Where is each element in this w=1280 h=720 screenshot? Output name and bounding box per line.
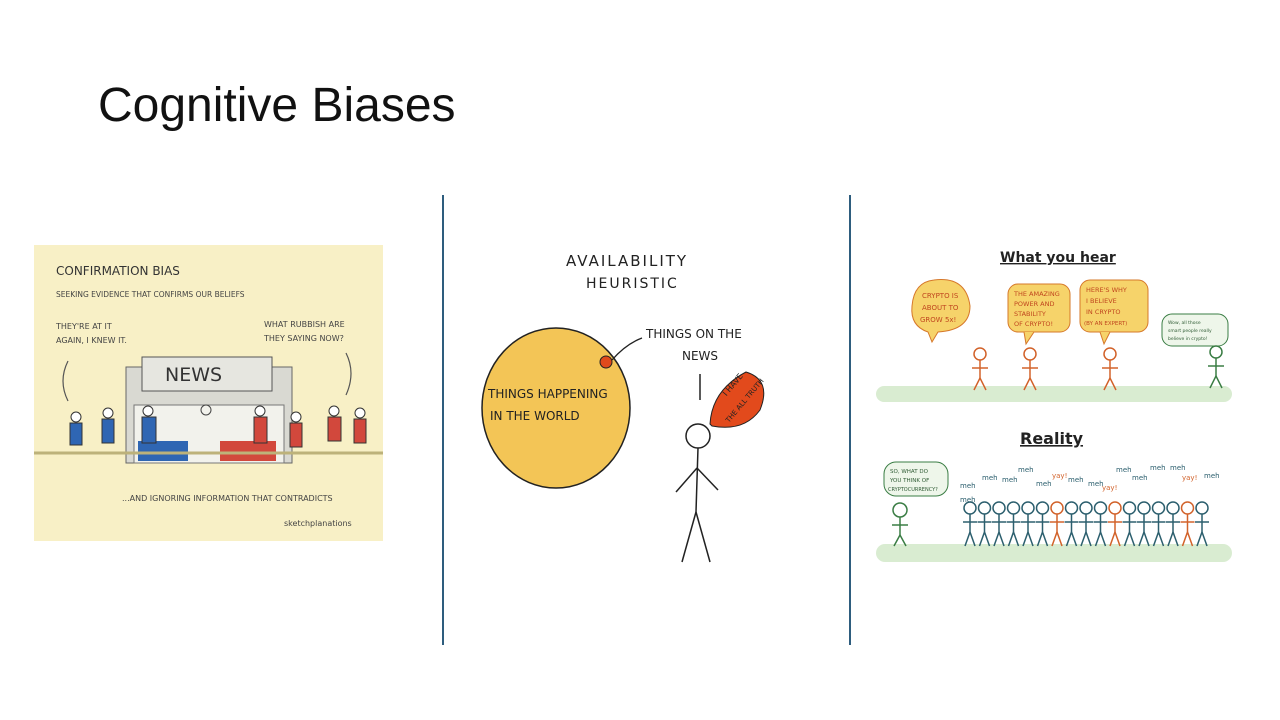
- right-thought-line1: WHAT RUBBISH ARE: [264, 320, 345, 329]
- confirmation-bias-illustration: CONFIRMATION BIAS SEEKING EVIDENCE THAT …: [34, 245, 383, 541]
- crowd-figure: [1079, 501, 1093, 547]
- crowd-word: meh: [960, 496, 976, 504]
- stick-figure-head: [685, 423, 711, 449]
- hear-figures: [972, 345, 1224, 391]
- bubble-wow-line2: smart people really: [1168, 328, 1212, 334]
- crowd-word: meh: [1204, 472, 1220, 480]
- speech-bubble-orange: [709, 371, 765, 428]
- bubble-ask-line3: CRYPTOCURRENCY?: [888, 487, 938, 493]
- crowd-figure: [1006, 501, 1021, 547]
- crowd-figure: [1035, 501, 1050, 547]
- crowd-figure: [1151, 501, 1166, 547]
- bubble-believe-line4: (BY AN EXPERT): [1084, 321, 1127, 327]
- left-thought-line1: THEY'RE AT IT: [55, 322, 112, 331]
- availability-title-line1: AVAILABILITY: [566, 252, 688, 270]
- reality-title: Reality: [1020, 429, 1084, 448]
- availability-title-line2: HEURISTIC: [586, 276, 679, 292]
- bubble-believe: HERE'S WHY I BELIEVE IN CRYPTO (BY AN EX…: [1079, 279, 1149, 346]
- crowd-word: yay!: [1182, 474, 1197, 482]
- crowd-word: meh: [1132, 474, 1148, 482]
- asker-figure: [892, 502, 908, 547]
- crowd-word: meh: [1036, 480, 1052, 488]
- bubble-believe-line3: IN CRYPTO: [1086, 308, 1120, 316]
- crowd-figure: [1021, 501, 1035, 547]
- world-circle: [481, 327, 631, 489]
- crowd-figure: [1166, 501, 1180, 547]
- crowd-figure: [1064, 501, 1079, 547]
- crowd-figure: [1050, 501, 1064, 547]
- bubble-wow: Wow, all those smart people really belie…: [1161, 313, 1229, 347]
- crowd-word: yay!: [1052, 472, 1067, 480]
- crowd-figure: [1180, 501, 1195, 547]
- confirmation-footer: ...AND IGNORING INFORMATION THAT CONTRAD…: [122, 494, 333, 503]
- confirmation-heading: CONFIRMATION BIAS: [56, 264, 180, 278]
- bubble-power: THE AMAZING POWER AND STABILITY OF CRYPT…: [1007, 283, 1071, 346]
- circle-text-line1: THINGS HAPPENING: [487, 387, 608, 401]
- what-you-hear-title: What you hear: [1000, 250, 1116, 266]
- news-dot: [599, 355, 613, 369]
- crowd-figure: [1122, 501, 1137, 547]
- bubble-grow-line3: GROW 5x!: [920, 316, 956, 324]
- crowd-figure: [1137, 501, 1151, 547]
- availability-illustration: AVAILABILITY HEURISTIC THINGS HAPPENING …: [481, 252, 766, 563]
- callout-line2: NEWS: [682, 349, 718, 363]
- confirmation-subtitle: SEEKING EVIDENCE THAT CONFIRMS OUR BELIE…: [56, 290, 245, 299]
- crowd-word: meh: [1116, 466, 1132, 474]
- crypto-illustration: What you hear CRYPTO IS ABOUT TO GROW 5x…: [876, 250, 1232, 562]
- news-sign: NEWS: [165, 364, 222, 386]
- circle-text-line2: IN THE WORLD: [490, 409, 580, 423]
- crowd-word: meh: [1068, 476, 1084, 484]
- bubble-grow-line2: ABOUT TO: [922, 304, 959, 312]
- bubble-power-line2: POWER AND: [1014, 300, 1054, 308]
- bubble-power-line1: THE AMAZING: [1013, 290, 1060, 298]
- crowd-word: meh: [1018, 466, 1034, 474]
- bubble-ask-line2: YOU THINK OF: [889, 478, 929, 484]
- crowd-figures: [963, 501, 1209, 547]
- crowd-word: meh: [1088, 480, 1104, 488]
- slide-title: Cognitive Biases: [98, 79, 456, 132]
- crowd-figure: [992, 501, 1006, 547]
- divider-right: [849, 195, 851, 645]
- crowd-figure: [1093, 501, 1108, 547]
- right-thought-line2: THEY SAYING NOW?: [263, 334, 344, 343]
- crowd-word: meh: [960, 482, 976, 490]
- crowd-word: meh: [1170, 464, 1186, 472]
- callout-line1: THINGS ON THE: [645, 327, 742, 341]
- bubble-grow: CRYPTO IS ABOUT TO GROW 5x!: [911, 279, 971, 344]
- left-thought-line2: AGAIN, I KNEW IT.: [56, 336, 127, 345]
- bubble-wow-line1: Wow, all those: [1168, 320, 1201, 326]
- bubble-believe-line1: HERE'S WHY: [1086, 286, 1127, 294]
- bubble-power-line4: OF CRYPTO!: [1014, 320, 1053, 328]
- confirmation-bias-image: CONFIRMATION BIAS SEEKING EVIDENCE THAT …: [34, 245, 383, 541]
- crowd-word: meh: [1150, 464, 1166, 472]
- crowd-figure: [1195, 501, 1209, 547]
- confirmation-credit: sketchplanations: [284, 519, 352, 528]
- bubble-ask: SO, WHAT DO YOU THINK OF CRYPTOCURRENCY?: [883, 461, 949, 497]
- crowd-word: meh: [1002, 476, 1018, 484]
- crowd-figure: [1108, 501, 1122, 547]
- crypto-hear-reality-image: What you hear CRYPTO IS ABOUT TO GROW 5x…: [874, 240, 1240, 570]
- bubble-believe-line2: I BELIEVE: [1086, 297, 1117, 305]
- bubble-grow-line1: CRYPTO IS: [922, 292, 959, 300]
- availability-heuristic-image: AVAILABILITY HEURISTIC THINGS HAPPENING …: [476, 240, 776, 570]
- bubble-wow-line3: believe in crypto!: [1168, 336, 1208, 342]
- bubble-power-line3: STABILITY: [1014, 310, 1046, 318]
- crowd-figure: [977, 501, 992, 547]
- bubble-ask-line1: SO, WHAT DO: [890, 469, 929, 475]
- crowd-word: yay!: [1102, 484, 1117, 492]
- crowd-word: meh: [982, 474, 998, 482]
- crowd-figure: [963, 501, 977, 547]
- divider-left: [442, 195, 444, 645]
